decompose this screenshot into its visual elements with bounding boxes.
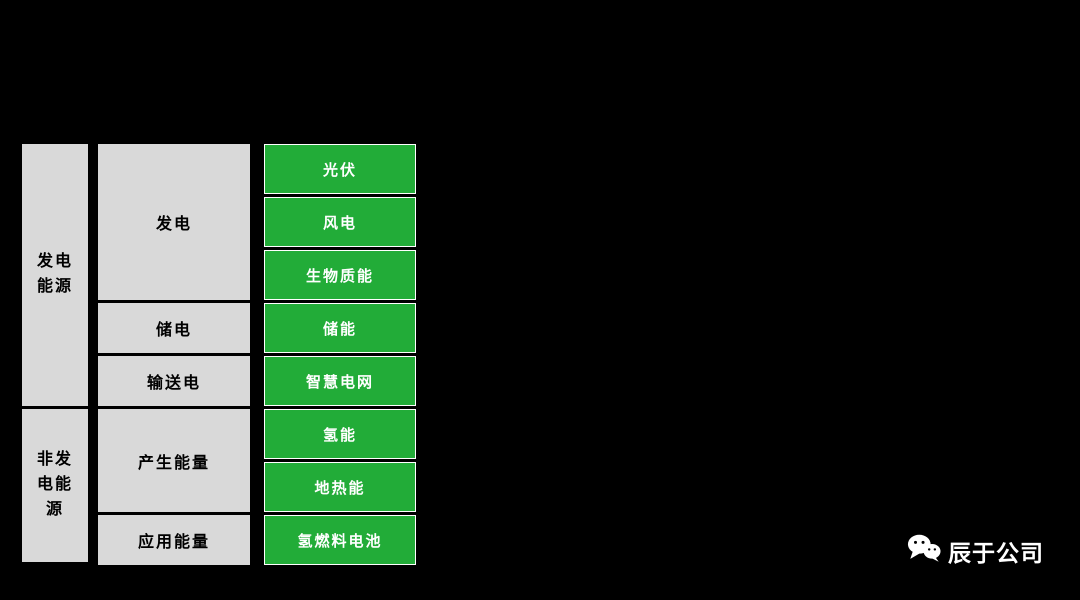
energy-classification-diagram: 发电 能源 非发 电能 源 发电 储电 输送电 产生能量 应用能量 — [22, 144, 416, 565]
technology-box-photovoltaic: 光伏 — [264, 144, 416, 194]
function-label: 发电 — [155, 216, 192, 233]
technology-box-geothermal: 地热能 — [264, 462, 416, 512]
category-column: 发电 能源 非发 电能 源 — [22, 144, 88, 562]
function-label: 储电 — [155, 322, 192, 339]
function-column: 发电 储电 输送电 产生能量 应用能量 — [98, 144, 250, 565]
technology-label: 智慧电网 — [305, 373, 374, 391]
wechat-icon — [907, 533, 941, 568]
function-label: 应用能量 — [137, 534, 210, 551]
function-box-produce-energy: 产生能量 — [98, 409, 250, 512]
brand-name: 辰于公司 — [948, 539, 1044, 566]
technology-label: 风电 — [322, 214, 357, 232]
technology-label: 生物质能 — [305, 267, 374, 285]
function-box-transmit-power: 输送电 — [98, 356, 250, 406]
technology-box-biomass: 生物质能 — [264, 250, 416, 300]
technology-label: 地热能 — [314, 479, 366, 497]
category-box-non-generation-energy: 非发 电能 源 — [22, 409, 88, 562]
category-label: 发电 能源 — [36, 253, 73, 295]
function-box-generate-power: 发电 — [98, 144, 250, 300]
technology-label: 光伏 — [322, 161, 357, 179]
technology-box-hydrogen: 氢能 — [264, 409, 416, 459]
function-label: 输送电 — [146, 375, 201, 392]
technology-label: 氢燃料电池 — [297, 532, 383, 550]
brand-footer: 辰于公司 — [907, 533, 1044, 568]
function-box-store-power: 储电 — [98, 303, 250, 353]
category-label: 非发 电能 源 — [36, 451, 73, 518]
technology-box-energy-storage: 储能 — [264, 303, 416, 353]
technology-box-smart-grid: 智慧电网 — [264, 356, 416, 406]
technology-column: 光伏 风电 生物质能 储能 智慧电网 氢能 地热能 氢燃料电池 — [264, 144, 416, 565]
function-box-apply-energy: 应用能量 — [98, 515, 250, 565]
technology-box-wind-power: 风电 — [264, 197, 416, 247]
technology-label: 储能 — [322, 320, 357, 338]
technology-box-hydrogen-fuel-cell: 氢燃料电池 — [264, 515, 416, 565]
technology-label: 氢能 — [322, 426, 357, 444]
function-label: 产生能量 — [137, 454, 210, 472]
category-box-generation-energy: 发电 能源 — [22, 144, 88, 406]
